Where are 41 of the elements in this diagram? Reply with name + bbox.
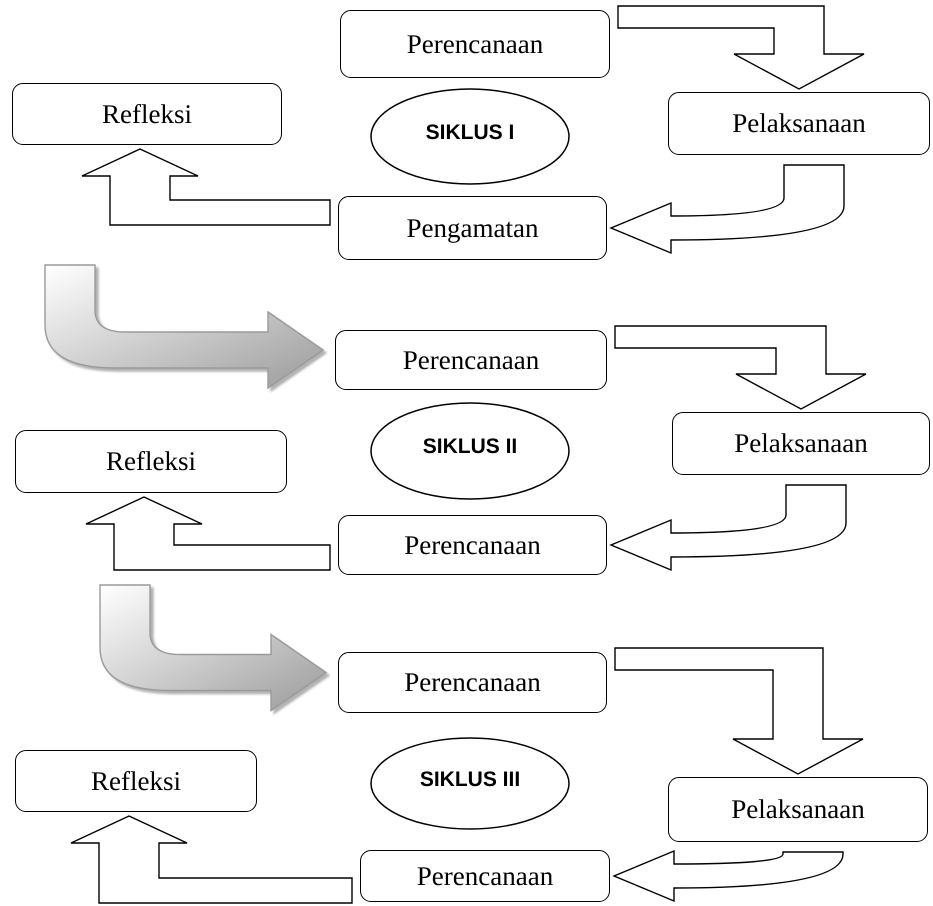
stage-label: Refleksi: [106, 446, 196, 477]
block-arrow: [610, 484, 847, 571]
stage-box: [668, 92, 930, 155]
stage-box: [672, 412, 930, 475]
cycle-ellipse: [370, 88, 570, 185]
stage-box: [15, 750, 257, 812]
stage-label: Refleksi: [102, 98, 192, 130]
stage-label: Perencanaan: [416, 860, 554, 892]
stage-box: [340, 10, 610, 78]
stage-box: [338, 196, 607, 260]
stage-label: Perencanaan: [404, 667, 541, 698]
block-arrow: [610, 164, 845, 254]
cycle-ellipse: [370, 737, 570, 830]
block-arrow: [85, 496, 331, 571]
block-arrow: [617, 5, 865, 90]
stage-label: Perencanaan: [406, 28, 544, 60]
stage-label: Pelaksanaan: [732, 108, 866, 139]
stage-label: Pengamatan: [406, 212, 538, 244]
stage-label: Perencanaan: [404, 530, 541, 560]
cycle-label: SIKLUS II: [422, 435, 518, 459]
cycle-label: SIKLUS I: [426, 120, 514, 144]
block-arrow: [81, 148, 331, 226]
block-arrow: [70, 815, 353, 904]
stage-box: [360, 850, 610, 902]
stage-box: [15, 430, 287, 493]
stage-box: [335, 330, 607, 390]
stage-label: Pelaksanaan: [731, 794, 865, 825]
block-arrow: [613, 850, 844, 902]
block-arrow: [614, 325, 867, 410]
stage-label: Perencanaan: [402, 344, 540, 376]
stage-label: Refleksi: [91, 766, 181, 796]
stage-box: [668, 777, 928, 842]
cycle-ellipse: [370, 402, 570, 500]
stage-label: Pelaksanaan: [734, 428, 868, 459]
stage-box: [338, 515, 607, 575]
stage-box: [338, 652, 607, 713]
block-arrow: [614, 647, 864, 775]
cycle-label: SIKLUS III: [420, 768, 520, 792]
curved-block-arrow: [44, 264, 324, 389]
stage-box: [12, 83, 282, 145]
curved-block-arrow: [99, 584, 327, 712]
